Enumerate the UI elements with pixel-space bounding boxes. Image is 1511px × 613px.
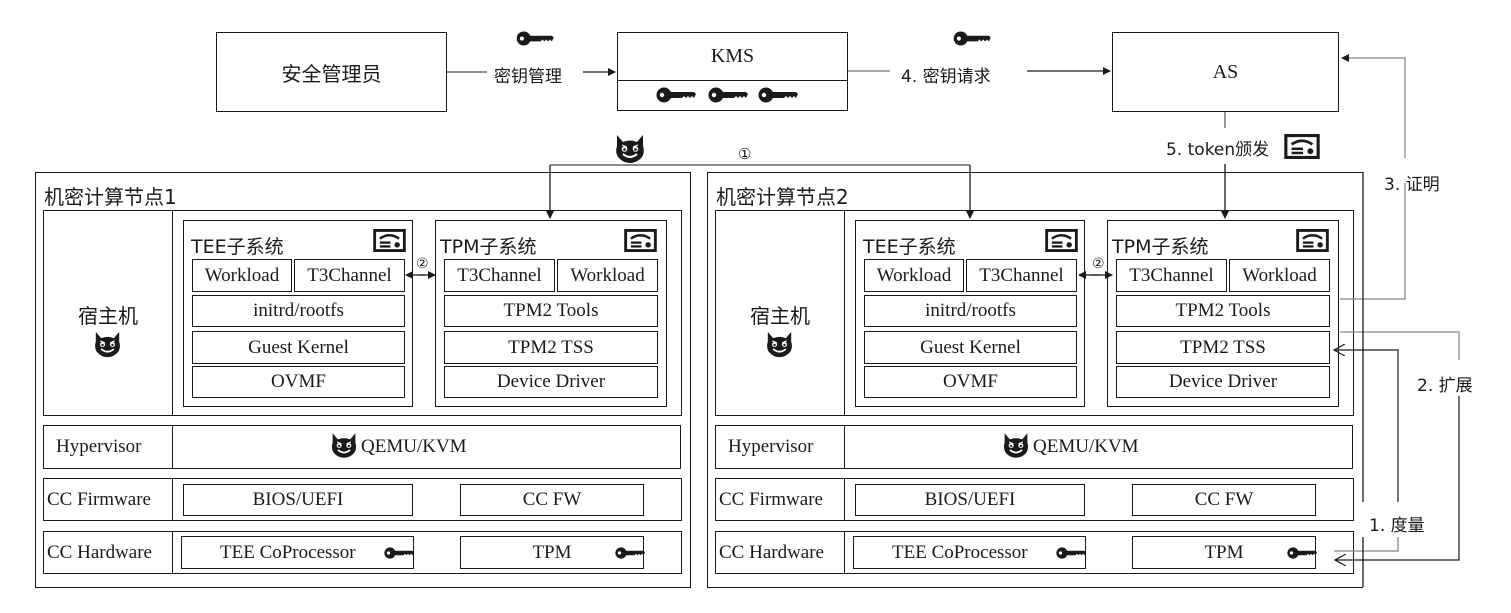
as-label: AS [1212, 60, 1239, 83]
hypervisor-value: QEMU/KVM [361, 436, 467, 457]
tee-workload: Workload [192, 259, 292, 292]
firmware-cc-fw: CC FW [1132, 484, 1316, 516]
tee-layer-ovmf: OVMF [864, 366, 1077, 398]
tee-subsystem-title: TEE子系统 [191, 236, 284, 258]
kms-label: KMS [710, 45, 755, 67]
token-icon [1284, 134, 1320, 159]
token-icon [373, 229, 406, 252]
attestation-label: 3. 证明 [1384, 175, 1440, 195]
attack-path-marker: ① [738, 145, 752, 163]
key-icon [656, 87, 696, 103]
tpm-subsystem-title: TPM子系统 [440, 236, 537, 258]
host-label: 宿主机 [78, 304, 138, 328]
key-icon [516, 31, 554, 46]
tpm-layer-tss: TPM2 TSS [1116, 331, 1330, 364]
key-icon [953, 31, 991, 46]
firmware-cc-fw: CC FW [460, 484, 644, 516]
hypervisor-row [715, 425, 1353, 469]
tpm-workload: Workload [557, 259, 658, 292]
tee-layer-ovmf: OVMF [192, 366, 405, 398]
hardware-tee-coprocessor: TEE CoProcessor [181, 536, 414, 569]
devil-icon [614, 134, 646, 164]
key-icon [708, 87, 748, 103]
tpm-layer-tss: TPM2 TSS [444, 331, 658, 364]
tee-layer-rootfs: initrd/rootfs [192, 295, 405, 327]
security-admin-box: 安全管理员 [216, 32, 447, 112]
key-icon [1056, 547, 1086, 559]
tpm-workload: Workload [1229, 259, 1330, 292]
tpm-subsystem-title: TPM子系统 [1112, 236, 1209, 258]
devil-icon [1002, 432, 1030, 459]
token-icon [624, 229, 657, 252]
hardware-label: CC Hardware [719, 542, 824, 563]
tee-t3channel: T3Channel [294, 259, 405, 292]
hypervisor-label: Hypervisor [728, 436, 814, 457]
as-box: AS [1112, 32, 1339, 112]
tee-t3channel: T3Channel [966, 259, 1077, 292]
token-icon [1296, 229, 1329, 252]
tpm-t3channel: T3Channel [1116, 259, 1227, 292]
devil-icon [330, 432, 358, 459]
channel-marker-node1: ② [416, 256, 429, 272]
hardware-label: CC Hardware [47, 542, 152, 563]
channel-marker-node2: ② [1092, 256, 1105, 272]
node-title: 机密计算节点1 [44, 185, 177, 209]
node-title: 机密计算节点2 [716, 185, 849, 209]
hardware-tpm: TPM [460, 536, 644, 569]
host-label: 宿主机 [750, 304, 810, 328]
tpm-layer-tools: TPM2 Tools [1116, 295, 1330, 327]
security-admin-label: 安全管理员 [281, 61, 382, 86]
tee-workload: Workload [864, 259, 964, 292]
token-issue-label: 5. token颁发 [1166, 140, 1270, 160]
tpm-layer-device-driver: Device Driver [1116, 366, 1330, 398]
firmware-label: CC Firmware [47, 489, 151, 510]
tpm-layer-tools: TPM2 Tools [444, 295, 658, 327]
tee-layer-rootfs: initrd/rootfs [864, 295, 1077, 327]
key-management-label: 密钥管理 [494, 67, 562, 87]
tee-layer-guest-kernel: Guest Kernel [864, 331, 1077, 364]
key-icon [1287, 547, 1317, 559]
kms-box: KMS [617, 32, 848, 111]
hardware-tee-coprocessor: TEE CoProcessor [853, 536, 1086, 569]
firmware-bios-uefi: BIOS/UEFI [183, 484, 413, 516]
devil-icon [765, 331, 794, 358]
tpm-t3channel: T3Channel [444, 259, 555, 292]
tpm-layer-device-driver: Device Driver [444, 366, 658, 398]
measure-label: 1. 度量 [1369, 516, 1425, 536]
hardware-tpm: TPM [1132, 536, 1316, 569]
hypervisor-value: QEMU/KVM [1033, 436, 1139, 457]
firmware-label: CC Firmware [719, 489, 823, 510]
hypervisor-row [43, 425, 681, 469]
devil-icon [93, 331, 122, 358]
tee-layer-guest-kernel: Guest Kernel [192, 331, 405, 364]
key-icon [758, 87, 798, 103]
hypervisor-label: Hypervisor [56, 436, 142, 457]
token-icon [1045, 229, 1078, 252]
tee-subsystem-title: TEE子系统 [863, 236, 956, 258]
key-icon [384, 547, 414, 559]
key-request-label: 4. 密钥请求 [901, 67, 991, 87]
firmware-bios-uefi: BIOS/UEFI [855, 484, 1085, 516]
extend-label: 2. 扩展 [1417, 376, 1473, 396]
key-icon [615, 547, 645, 559]
